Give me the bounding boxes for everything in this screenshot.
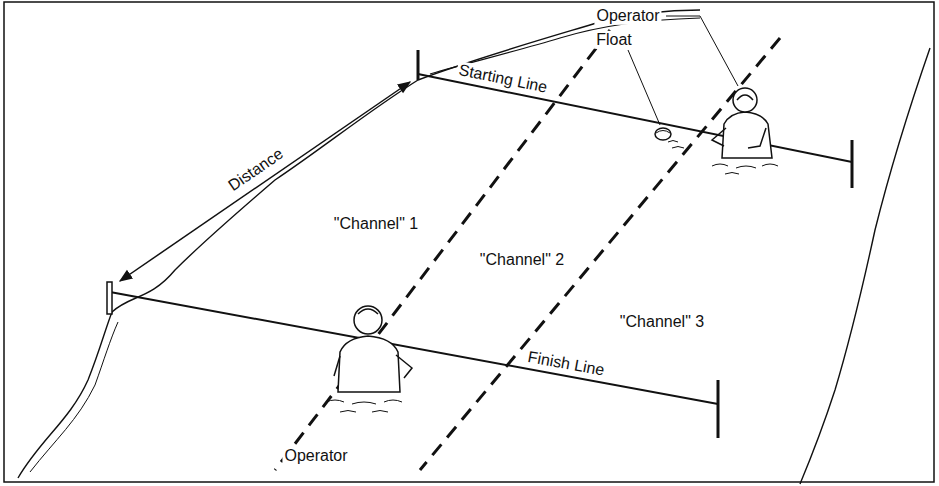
line-label: Finish Line xyxy=(524,348,607,381)
channel-label: "Channel" 3 xyxy=(618,313,706,331)
stake xyxy=(417,50,420,80)
stake xyxy=(717,380,720,438)
leader-line xyxy=(666,16,738,86)
channel-divider xyxy=(275,30,610,470)
starting-line xyxy=(418,74,852,162)
float xyxy=(656,131,670,134)
left-bank xyxy=(18,10,700,478)
bank-edge xyxy=(30,322,118,472)
stake xyxy=(851,140,854,188)
operator-label: Operator xyxy=(282,447,349,465)
distance-arrow xyxy=(120,82,410,281)
channel-label: "Channel" 2 xyxy=(478,251,566,269)
dimension-label: Distance xyxy=(223,144,288,197)
ripple xyxy=(668,141,684,149)
right-bank xyxy=(800,48,930,484)
stake xyxy=(107,282,112,314)
leader-line xyxy=(628,50,660,125)
line-label: Starting Line xyxy=(455,61,551,98)
operator-label: Operator xyxy=(594,7,661,25)
channel-label: "Channel" 1 xyxy=(332,215,420,233)
finish-line xyxy=(110,292,718,404)
float-label: Float xyxy=(594,31,634,49)
float xyxy=(655,128,671,140)
operator-figure xyxy=(712,88,778,174)
channel-divider xyxy=(420,38,780,470)
operator-figure xyxy=(326,306,412,412)
frame xyxy=(4,2,934,482)
